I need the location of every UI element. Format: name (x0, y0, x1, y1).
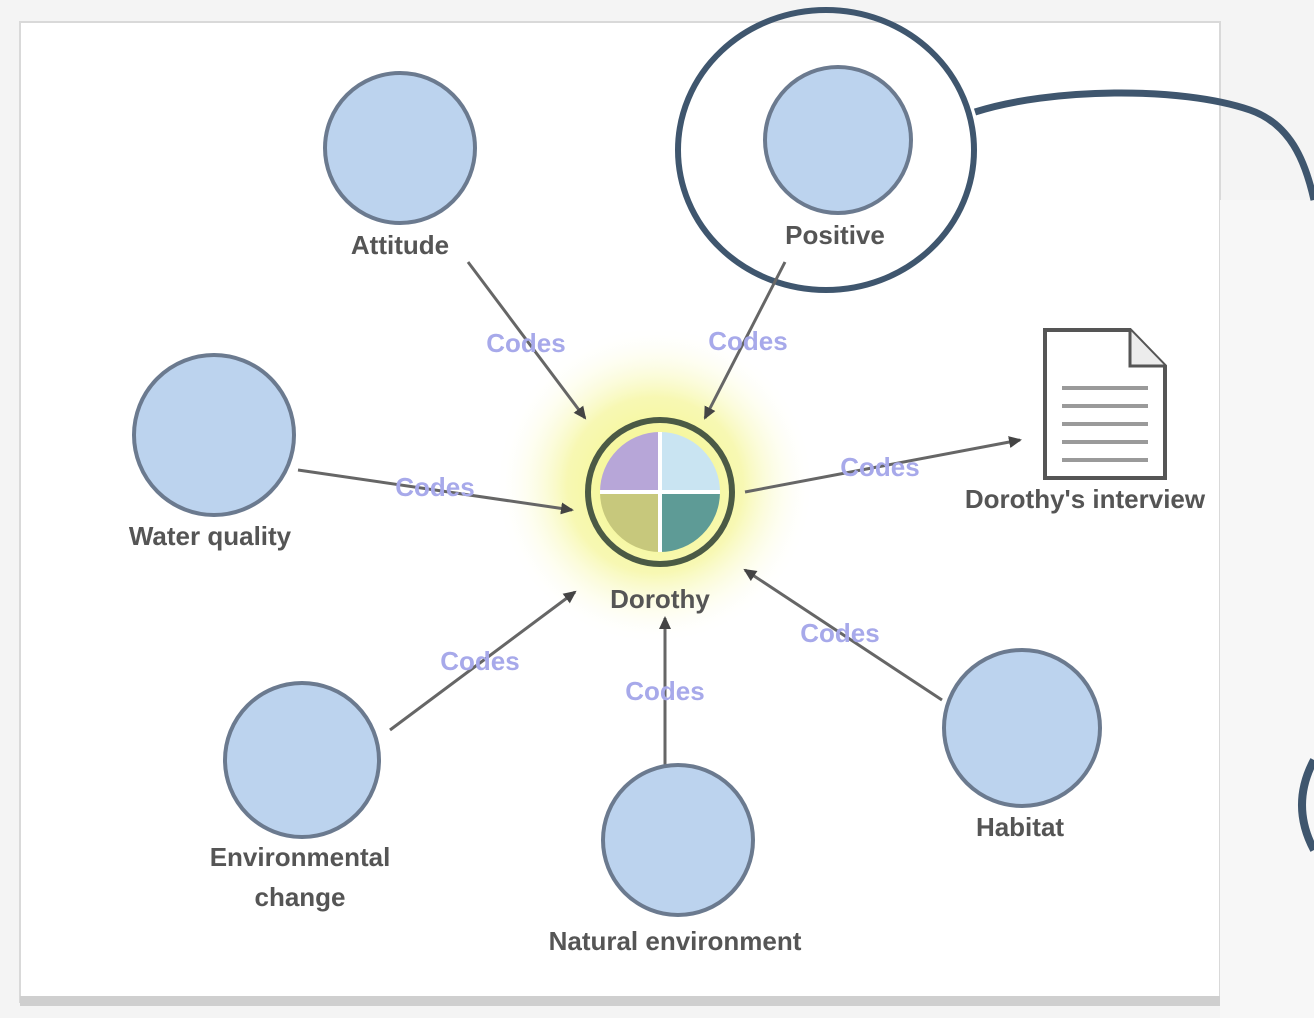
edge-label-positive: Codes (708, 326, 787, 356)
edge-positive (703, 261, 787, 420)
node-natural-environment[interactable]: Natural environment (549, 763, 802, 956)
node-dorothy-circle[interactable] (585, 417, 735, 567)
center-quadrant-lightblue (660, 432, 720, 492)
edge-label-water-quality: Codes (395, 472, 474, 502)
edge-partial-circle-right (1298, 758, 1314, 852)
node-habitat-circle[interactable] (942, 648, 1102, 808)
node-environmental-change[interactable]: Environmental change (210, 681, 391, 912)
edge-environmental-change (389, 590, 577, 732)
node-attitude[interactable]: Attitude (323, 71, 477, 260)
node-attitude-label: Attitude (351, 230, 449, 260)
node-habitat-label: Habitat (976, 812, 1064, 842)
edge-label-environmental-change: Codes (440, 646, 519, 676)
edge-label-habitat: Codes (800, 618, 879, 648)
node-attitude-circle[interactable] (323, 71, 477, 225)
node-positive-label: Positive (785, 220, 885, 250)
node-natural-environment-circle[interactable] (601, 763, 755, 917)
edge-label-dorothys-interview: Codes (840, 452, 919, 482)
panel-shadow-bottom (20, 996, 1220, 1006)
center-quadrant-teal (660, 492, 720, 552)
connector-curve (973, 89, 1314, 201)
focus-ring (675, 7, 977, 293)
center-quadrant-olive (600, 492, 660, 552)
edge-habitat (743, 568, 943, 702)
edge-dorothys-interview (744, 436, 1022, 494)
node-environmental-change-label-line1: Environmental (210, 842, 391, 872)
node-water-quality-circle[interactable] (132, 353, 296, 517)
center-quadrant-purple (600, 432, 660, 492)
node-dorothy-label: Dorothy (610, 584, 710, 614)
document-icon-fold (1128, 330, 1165, 368)
node-dorothys-interview[interactable]: Dorothy's interview (965, 328, 1206, 514)
edge-water-quality (297, 468, 574, 515)
right-margin-panel (1220, 200, 1314, 1018)
edge-label-natural-environment: Codes (625, 676, 704, 706)
edge-labels: Codes Codes Codes Codes Codes Codes Code… (395, 326, 919, 706)
node-water-quality[interactable]: Water quality (129, 353, 296, 551)
node-positive-circle[interactable] (763, 65, 913, 215)
node-environmental-change-label-line2: change (254, 882, 345, 912)
edge-attitude (466, 261, 587, 420)
node-water-quality-label: Water quality (129, 521, 292, 551)
document-icon-lines (1062, 386, 1148, 462)
node-dorothys-interview-label: Dorothy's interview (965, 484, 1206, 514)
node-positive[interactable]: Positive (763, 65, 913, 250)
node-dorothy[interactable]: Dorothy (585, 417, 735, 614)
edge-label-attitude: Codes (486, 328, 565, 358)
edges (297, 261, 1022, 772)
node-habitat[interactable]: Habitat (942, 648, 1102, 842)
node-environmental-change-circle[interactable] (223, 681, 381, 839)
node-natural-environment-label: Natural environment (549, 926, 802, 956)
